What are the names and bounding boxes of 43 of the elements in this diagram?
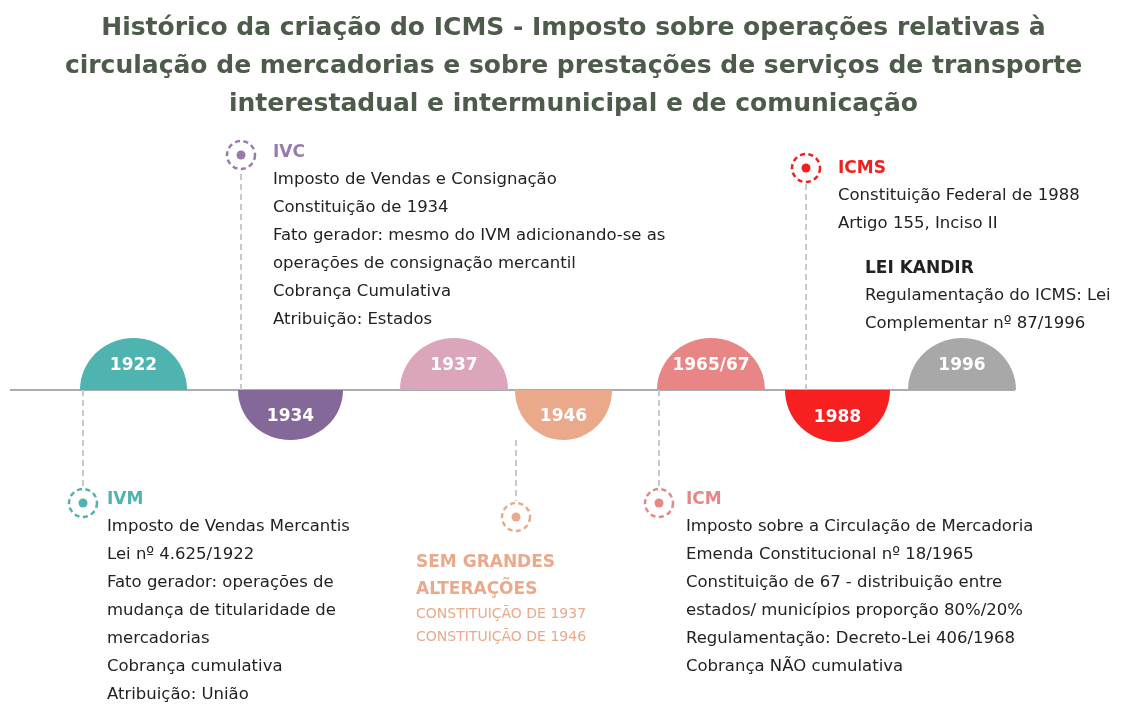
description-text: CONSTITUIÇÃO DE 1937 bbox=[416, 604, 587, 623]
description-text: Atribuição: União bbox=[107, 683, 249, 704]
year-marker: 1965/67 bbox=[657, 338, 765, 390]
target-icon bbox=[643, 487, 675, 519]
target-icon bbox=[500, 501, 532, 533]
description-text: Cobrança cumulativa bbox=[107, 655, 283, 677]
description-text: Artigo 155, Inciso II bbox=[838, 212, 998, 234]
tax-heading: SEM GRANDES ALTERAÇÕES bbox=[416, 550, 557, 600]
leader-line bbox=[805, 183, 807, 391]
leader-line bbox=[515, 439, 517, 502]
description-text: CONSTITUIÇÃO DE 1946 bbox=[416, 627, 587, 646]
title-text: Histórico da criação do ICMS - Imposto sobre operações relativas à circulação de mercadorias e sobre prestações de serviços de transporte interestadual e intermunicipal e de comunicação bbox=[63, 11, 1084, 119]
description-text: Cobrança Cumulativa bbox=[273, 280, 451, 302]
description-text: Cobrança NÃO cumulativa bbox=[686, 655, 904, 677]
description-text: Emenda Constitucional nº 18/1965 bbox=[686, 543, 974, 565]
leader-line bbox=[658, 389, 660, 488]
target-icon bbox=[225, 139, 257, 171]
description-text: Fato gerador: mesmo do IVM adicionando-se as operações de consignação mercantil bbox=[273, 224, 667, 274]
description-text: Fato gerador: operações de mudança de titularidade de mercadorias bbox=[107, 571, 337, 649]
description-text: Imposto sobre a Circulação de Mercadoria bbox=[686, 515, 1034, 537]
description-text: Regulamentação: Decreto-Lei 406/1968 bbox=[686, 627, 1016, 649]
year-marker: 1996 bbox=[908, 338, 1016, 390]
section-heading: LEI KANDIR bbox=[865, 256, 974, 279]
description-text: Imposto de Vendas e Consignação bbox=[273, 168, 557, 190]
description-text: Constituição Federal de 1988 bbox=[838, 184, 1080, 206]
year-marker: 1934 bbox=[238, 390, 343, 440]
target-icon bbox=[790, 152, 822, 184]
year-marker: 1922 bbox=[80, 338, 187, 390]
description-text: Imposto de Vendas Mercantis bbox=[107, 515, 350, 537]
description-text: Constituição de 67 - distribuição entre estados/ municípios proporção 80%/20% bbox=[686, 571, 1024, 621]
leader-line bbox=[82, 389, 84, 488]
description-text: Constituição de 1934 bbox=[273, 196, 449, 218]
description-text: Regulamentação do ICMS: Lei Complementar nº 87/1996 bbox=[865, 284, 1112, 334]
description-text: Lei nº 4.625/1922 bbox=[107, 543, 255, 565]
target-icon bbox=[67, 487, 99, 519]
tax-heading: IVM bbox=[107, 487, 144, 510]
year-marker: 1946 bbox=[515, 390, 612, 440]
tax-heading: ICM bbox=[686, 487, 722, 510]
year-marker: 1937 bbox=[400, 338, 508, 390]
tax-heading: ICMS bbox=[838, 156, 886, 179]
year-marker: 1988 bbox=[785, 390, 890, 442]
tax-heading: IVC bbox=[273, 140, 305, 163]
description-text: Atribuição: Estados bbox=[273, 308, 433, 330]
